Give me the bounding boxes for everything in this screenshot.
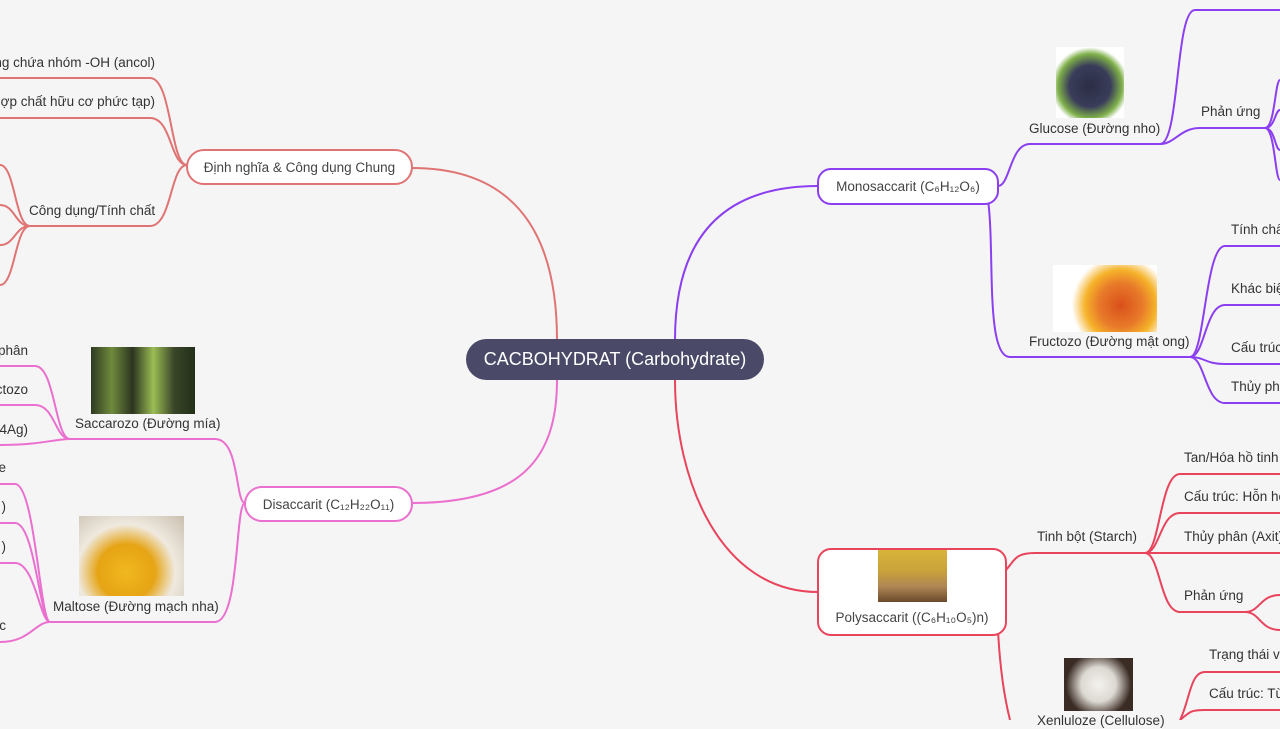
maltose-child-1[interactable]: e [0, 460, 6, 475]
definition-label: Định nghĩa & Công dụng Chung [203, 159, 396, 175]
root-label: CACBOHYDRAT (Carbohydrate) [483, 349, 747, 369]
starch-child-1[interactable]: Tan/Hóa hồ tinh [1184, 450, 1279, 465]
cellulose-child-1[interactable]: Trạng thái v [1209, 647, 1280, 662]
starch-child-2[interactable]: Cấu trúc: Hỗn hợ [1184, 489, 1280, 504]
cellulose-label[interactable]: Xenluloze (Cellulose) [1037, 713, 1165, 728]
polysaccharide-branch-lines [674, 379, 1280, 720]
grapes-image [1056, 47, 1124, 118]
syrup-image [79, 516, 184, 596]
saccarozo-label[interactable]: Saccarozo (Đường mía) [75, 416, 221, 431]
disaccharide-node[interactable]: Disaccarit (C₁₂H₂₂O₁₁) [244, 486, 413, 522]
polysaccharide-node[interactable]: Polysaccarit ((C₆H₁₀O₅)n) [817, 548, 1007, 636]
maltose-label[interactable]: Maltose (Đường mạch nha) [53, 599, 219, 614]
saccarozo-child-2[interactable]: ctozo [0, 382, 28, 397]
disaccharide-label: Disaccarit (C₁₂H₂₂O₁₁) [262, 496, 395, 512]
fructozo-child-1[interactable]: Tính chấ [1231, 222, 1280, 237]
starch-child-3[interactable]: Thủy phân (Axit) [1184, 529, 1280, 544]
cotton-image [1064, 658, 1133, 711]
definition-child-3[interactable]: Công dụng/Tính chất [29, 203, 156, 218]
monosaccharide-node[interactable]: Monosaccarit (C₆H₁₂O₆) [817, 168, 999, 205]
saccarozo-child-3[interactable]: 4Ag) [0, 422, 28, 437]
definition-node[interactable]: Định nghĩa & Công dụng Chung [186, 149, 413, 185]
monosaccharide-label: Monosaccarit (C₆H₁₂O₆) [836, 179, 980, 194]
definition-child-2[interactable]: Hợp chất hữu cơ phức tạp) [0, 94, 155, 109]
starch-label[interactable]: Tinh bột (Starch) [1037, 529, 1138, 544]
fructozo-child-3[interactable]: Cấu trúc [1231, 340, 1280, 355]
polysaccharide-label: Polysaccarit ((C₆H₁₀O₅)n) [835, 610, 989, 625]
saccarozo-child-1[interactable]: phân [0, 343, 28, 358]
maltose-child-3[interactable]: ) [1, 539, 7, 554]
starch-child-4[interactable]: Phản ứng [1184, 588, 1244, 603]
honey-image [1053, 265, 1157, 332]
fructozo-child-2[interactable]: Khác biệ [1231, 281, 1280, 296]
definition-child-1[interactable]: ng chứa nhóm -OH (ancol) [0, 55, 155, 70]
sugarcane-image [91, 347, 195, 414]
cellulose-child-2[interactable]: Cấu trúc: Từ [1209, 686, 1280, 701]
glucose-child-1[interactable]: Phản ứng [1201, 104, 1261, 119]
fructozo-label[interactable]: Fructozo (Đường mật ong) [1029, 334, 1190, 349]
root-node[interactable]: CACBOHYDRAT (Carbohydrate) [466, 339, 764, 380]
maltose-child-2[interactable]: ) [1, 499, 7, 514]
glucose-label[interactable]: Glucose (Đường nho) [1029, 121, 1161, 136]
maltose-child-4[interactable]: c [0, 618, 6, 633]
fructozo-child-4[interactable]: Thủy ph [1231, 379, 1280, 394]
definition-branch-lines [0, 77, 558, 341]
disaccharide-branch-lines [0, 365, 558, 643]
monosaccharide-branch-lines [674, 9, 1280, 404]
rice-sack-image [877, 550, 947, 602]
